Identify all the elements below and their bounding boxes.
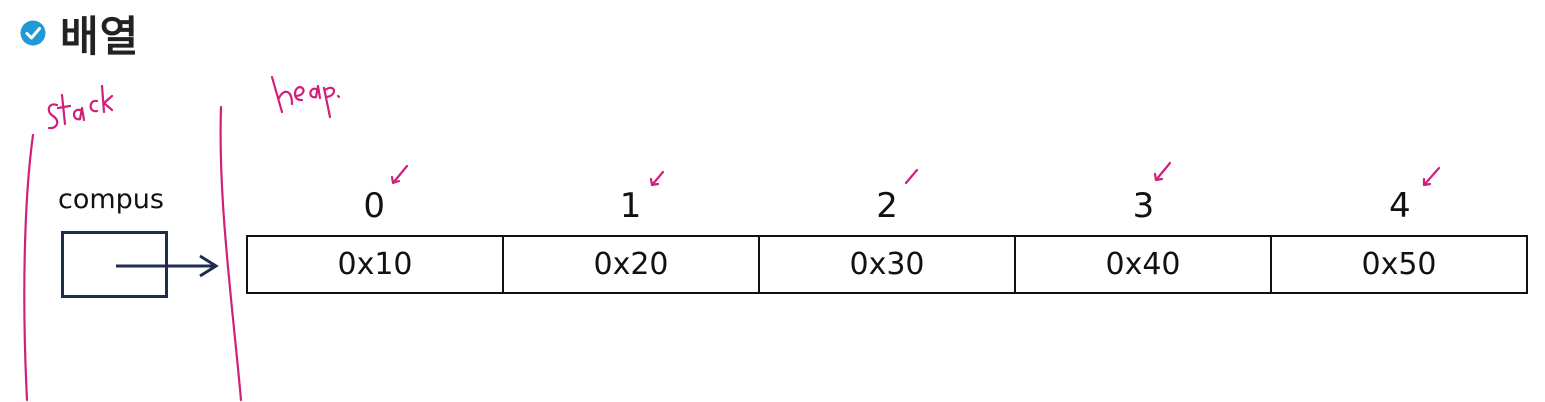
array-cell: 0x10: [248, 237, 504, 292]
stack-variable-name: compus: [58, 184, 164, 215]
array-cell: 0x30: [760, 237, 1016, 292]
title-row: 배열: [20, 6, 139, 61]
array-index: 3: [1132, 186, 1155, 226]
handwritten-heap-label: [270, 75, 341, 119]
stack-right-boundary: [219, 105, 243, 402]
check-circle-icon: [20, 20, 46, 46]
page-title: 배열: [60, 11, 140, 61]
tick-mark: [904, 168, 919, 185]
array-cell: 0x20: [504, 237, 760, 292]
array-index-row: 0 1 2 3 4: [246, 186, 1528, 226]
stack-left-boundary: [23, 133, 35, 402]
array-index: 4: [1389, 186, 1411, 226]
heap-array: 0x10 0x20 0x30 0x40 0x50: [246, 235, 1528, 294]
array-index: 0: [363, 186, 386, 226]
array-cell: 0x40: [1016, 237, 1272, 292]
array-index: 2: [876, 186, 898, 226]
array-cell: 0x50: [1361, 247, 1437, 282]
tick-mark: [390, 164, 409, 185]
tick-mark: [649, 170, 665, 187]
tick-mark: [1422, 166, 1441, 187]
array-index: 1: [619, 186, 642, 226]
handwritten-stack-label: [47, 84, 114, 130]
tick-mark: [1153, 161, 1172, 182]
